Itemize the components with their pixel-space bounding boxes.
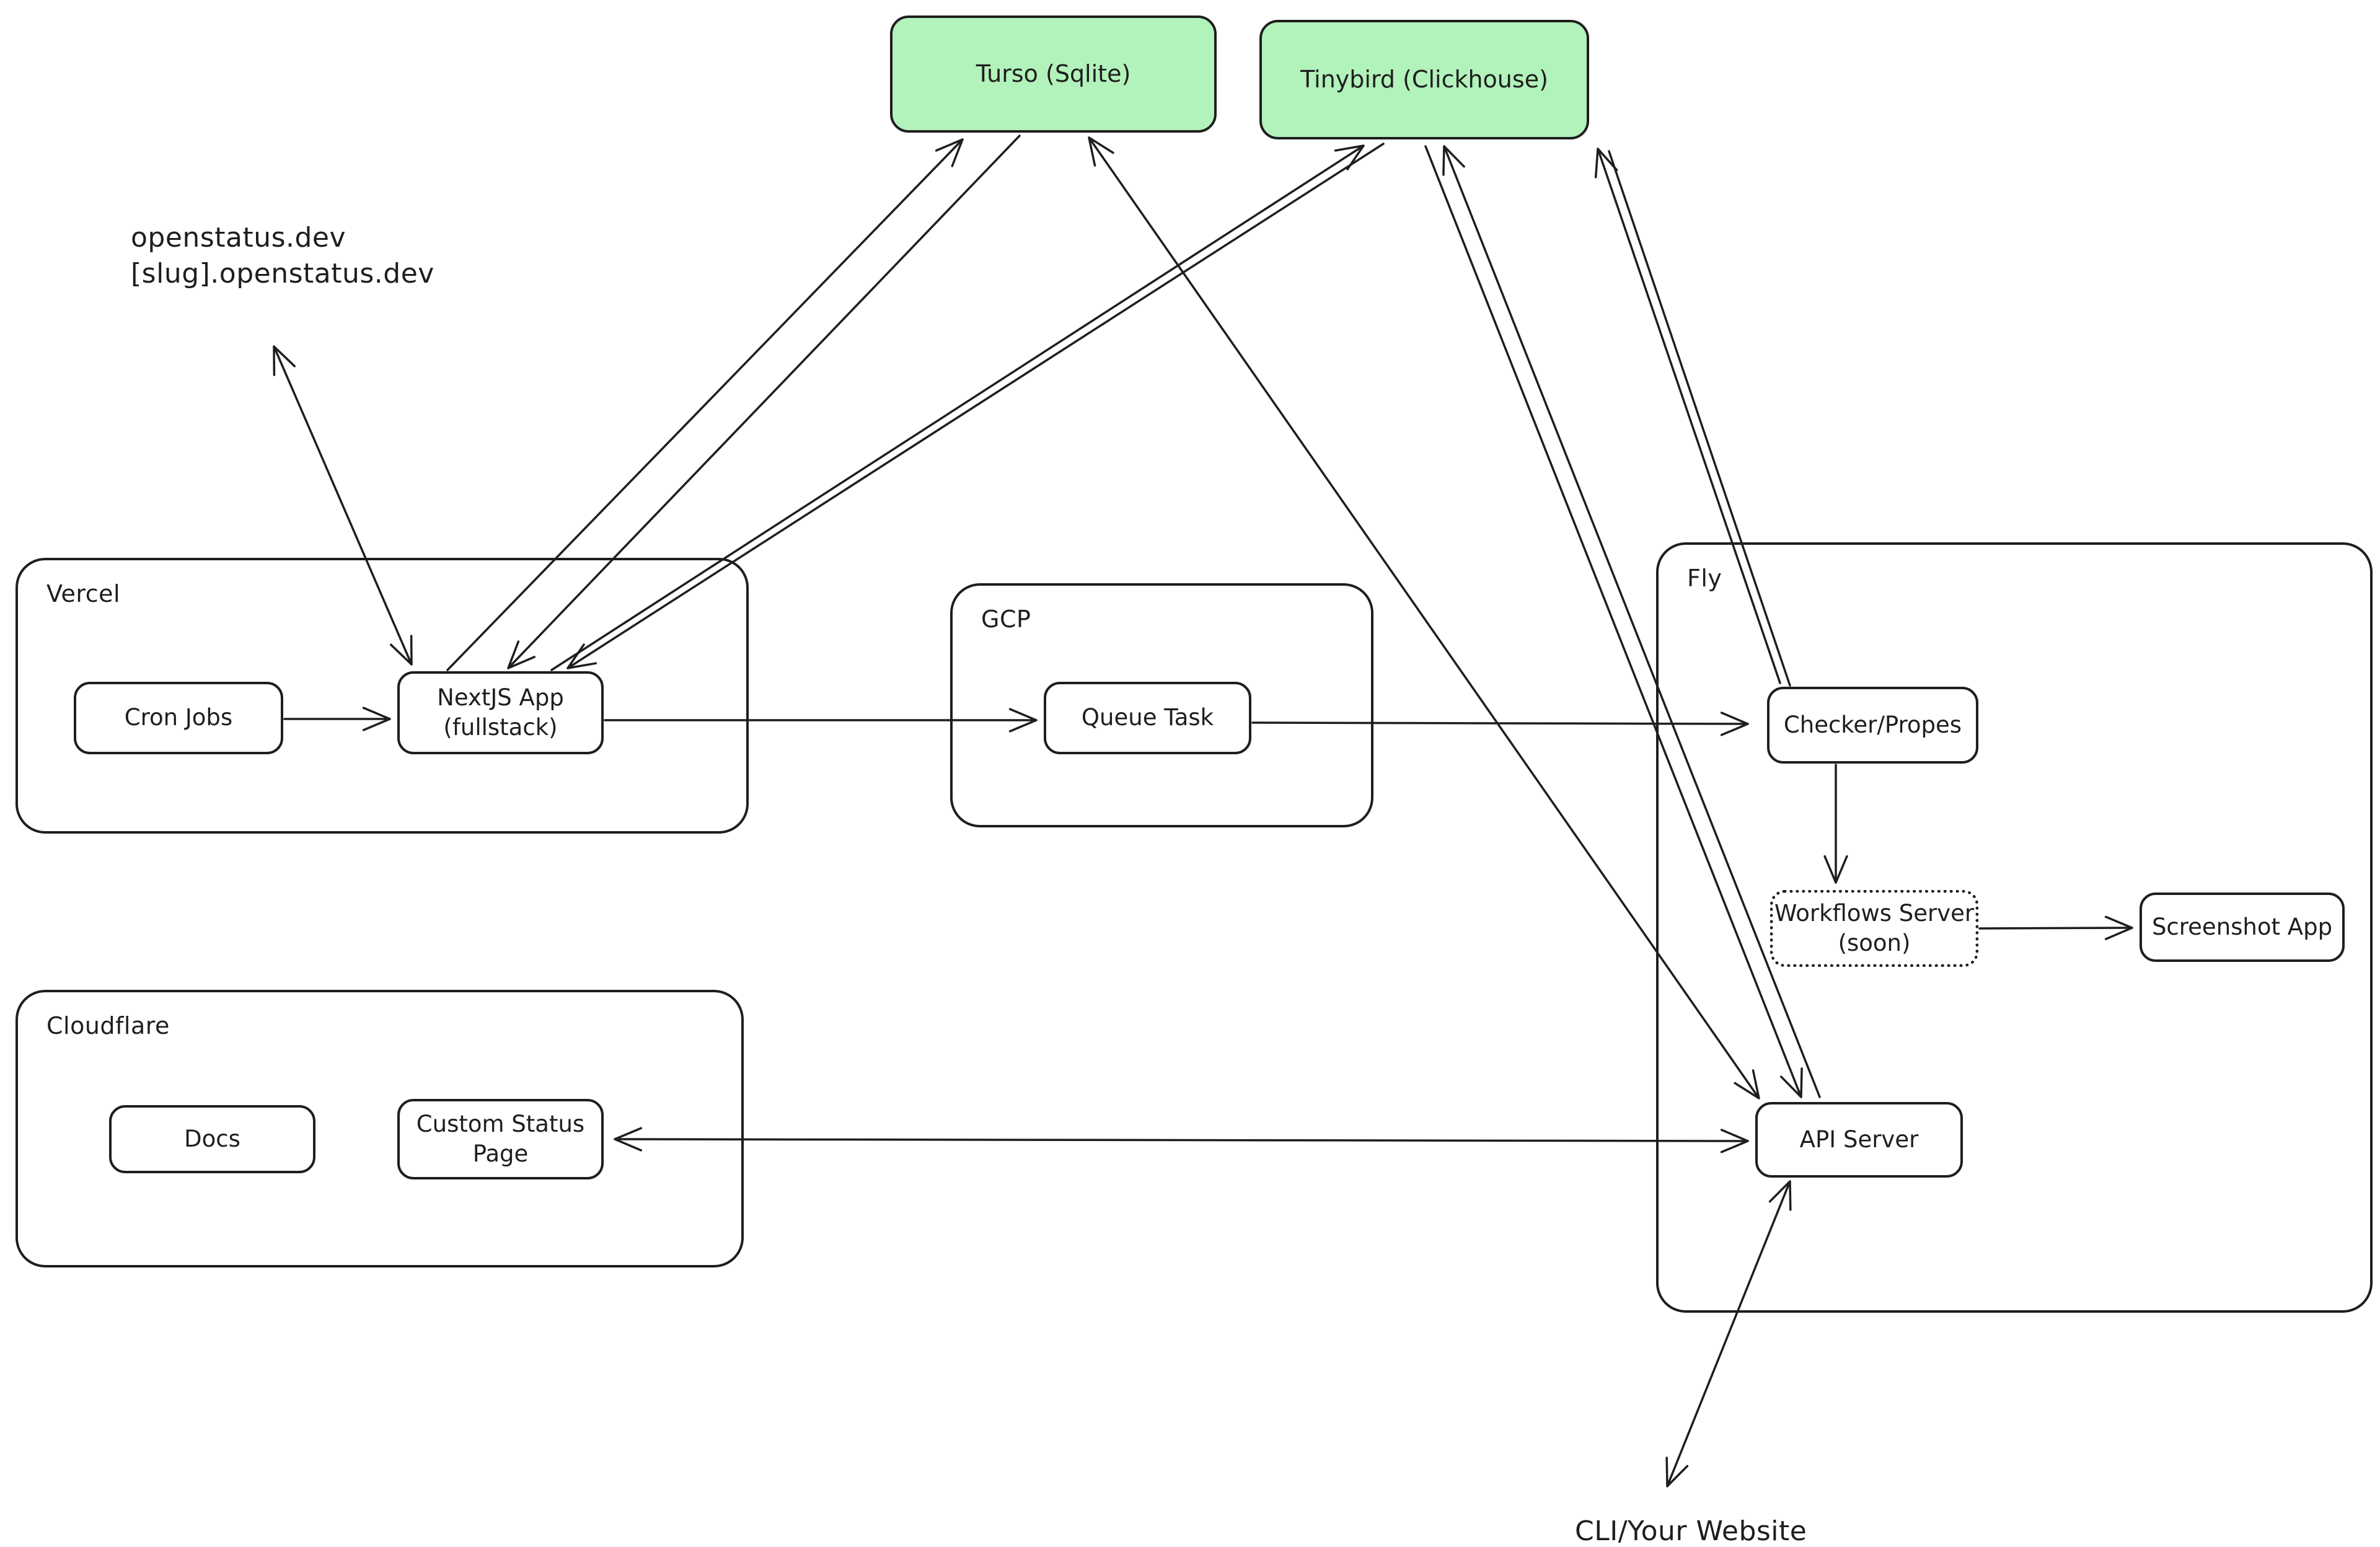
- arrow-turso-api: [1088, 136, 1760, 1100]
- node-api-server: API Server: [1755, 1102, 1963, 1178]
- arrow-cron-to-nextjs: [283, 707, 391, 731]
- arrow-workflows-to-screenshot: [1978, 915, 2133, 940]
- node-custom-status-page: Custom Status Page: [397, 1099, 604, 1179]
- arrow-nextjs-to-queue-task: [604, 708, 1038, 733]
- node-nextjs-app-label: NextJS App (fullstack): [437, 684, 564, 741]
- arrow-api-custom-status-page: [614, 1127, 1749, 1153]
- node-tinybird-label: Tinybird (Clickhouse): [1300, 65, 1548, 93]
- arrow-turso-to-nextjs: [507, 134, 1021, 669]
- node-nextjs-app: NextJS App (fullstack): [397, 671, 604, 754]
- container-fly: Fly: [1656, 542, 2373, 1313]
- arrow-api-to-tinybird: [1424, 145, 1803, 1098]
- arrow-openstatus-nextjs: [273, 345, 413, 666]
- node-screenshot-app-label: Screenshot App: [2151, 913, 2333, 940]
- container-gcp-label: GCP: [981, 606, 1031, 633]
- annotation-openstatus-domains: openstatus.dev [slug].openstatus.dev: [131, 222, 434, 290]
- node-cron-jobs-label: Cron Jobs: [124, 704, 233, 731]
- node-turso: Turso (Sqlite): [890, 15, 1217, 133]
- node-tinybird: Tinybird (Clickhouse): [1259, 20, 1589, 139]
- arrow-tinybird-to-nextjs: [566, 143, 1385, 669]
- node-queue-task-label: Queue Task: [1081, 704, 1214, 731]
- container-fly-label: Fly: [1687, 565, 1722, 592]
- arrow-nextjs-to-turso: [446, 138, 964, 671]
- arrow-checker-to-tinybird-2: [1608, 150, 1791, 687]
- annotation-cli-your-website: CLI/Your Website: [1575, 1515, 1807, 1547]
- node-turso-label: Turso (Sqlite): [976, 60, 1131, 87]
- node-queue-task: Queue Task: [1044, 682, 1251, 754]
- container-cloudflare-label: Cloudflare: [46, 1012, 170, 1039]
- arrow-api-cli: [1665, 1180, 1792, 1488]
- container-gcp: GCP: [950, 583, 1373, 827]
- node-checker-propes: Checker/Propes: [1767, 687, 1978, 764]
- arrow-queue-task-to-checker: [1251, 712, 1749, 736]
- node-workflows-server-label: Workflows Server (soon): [1774, 899, 1975, 956]
- node-api-server-label: API Server: [1799, 1126, 1919, 1153]
- container-vercel-label: Vercel: [46, 580, 121, 607]
- node-cron-jobs: Cron Jobs: [74, 682, 283, 754]
- node-workflows-server: Workflows Server (soon): [1770, 890, 1978, 967]
- arrow-checker-to-workflows: [1823, 764, 1848, 884]
- node-checker-propes-label: Checker/Propes: [1783, 711, 1962, 738]
- node-custom-status-page-label: Custom Status Page: [416, 1110, 585, 1167]
- arrow-tinybird-to-api: [1442, 145, 1821, 1098]
- node-screenshot-app: Screenshot App: [2140, 892, 2345, 962]
- node-docs: Docs: [109, 1105, 315, 1173]
- node-docs-label: Docs: [184, 1125, 240, 1152]
- container-vercel: Vercel: [15, 558, 749, 834]
- container-cloudflare: Cloudflare: [15, 990, 744, 1267]
